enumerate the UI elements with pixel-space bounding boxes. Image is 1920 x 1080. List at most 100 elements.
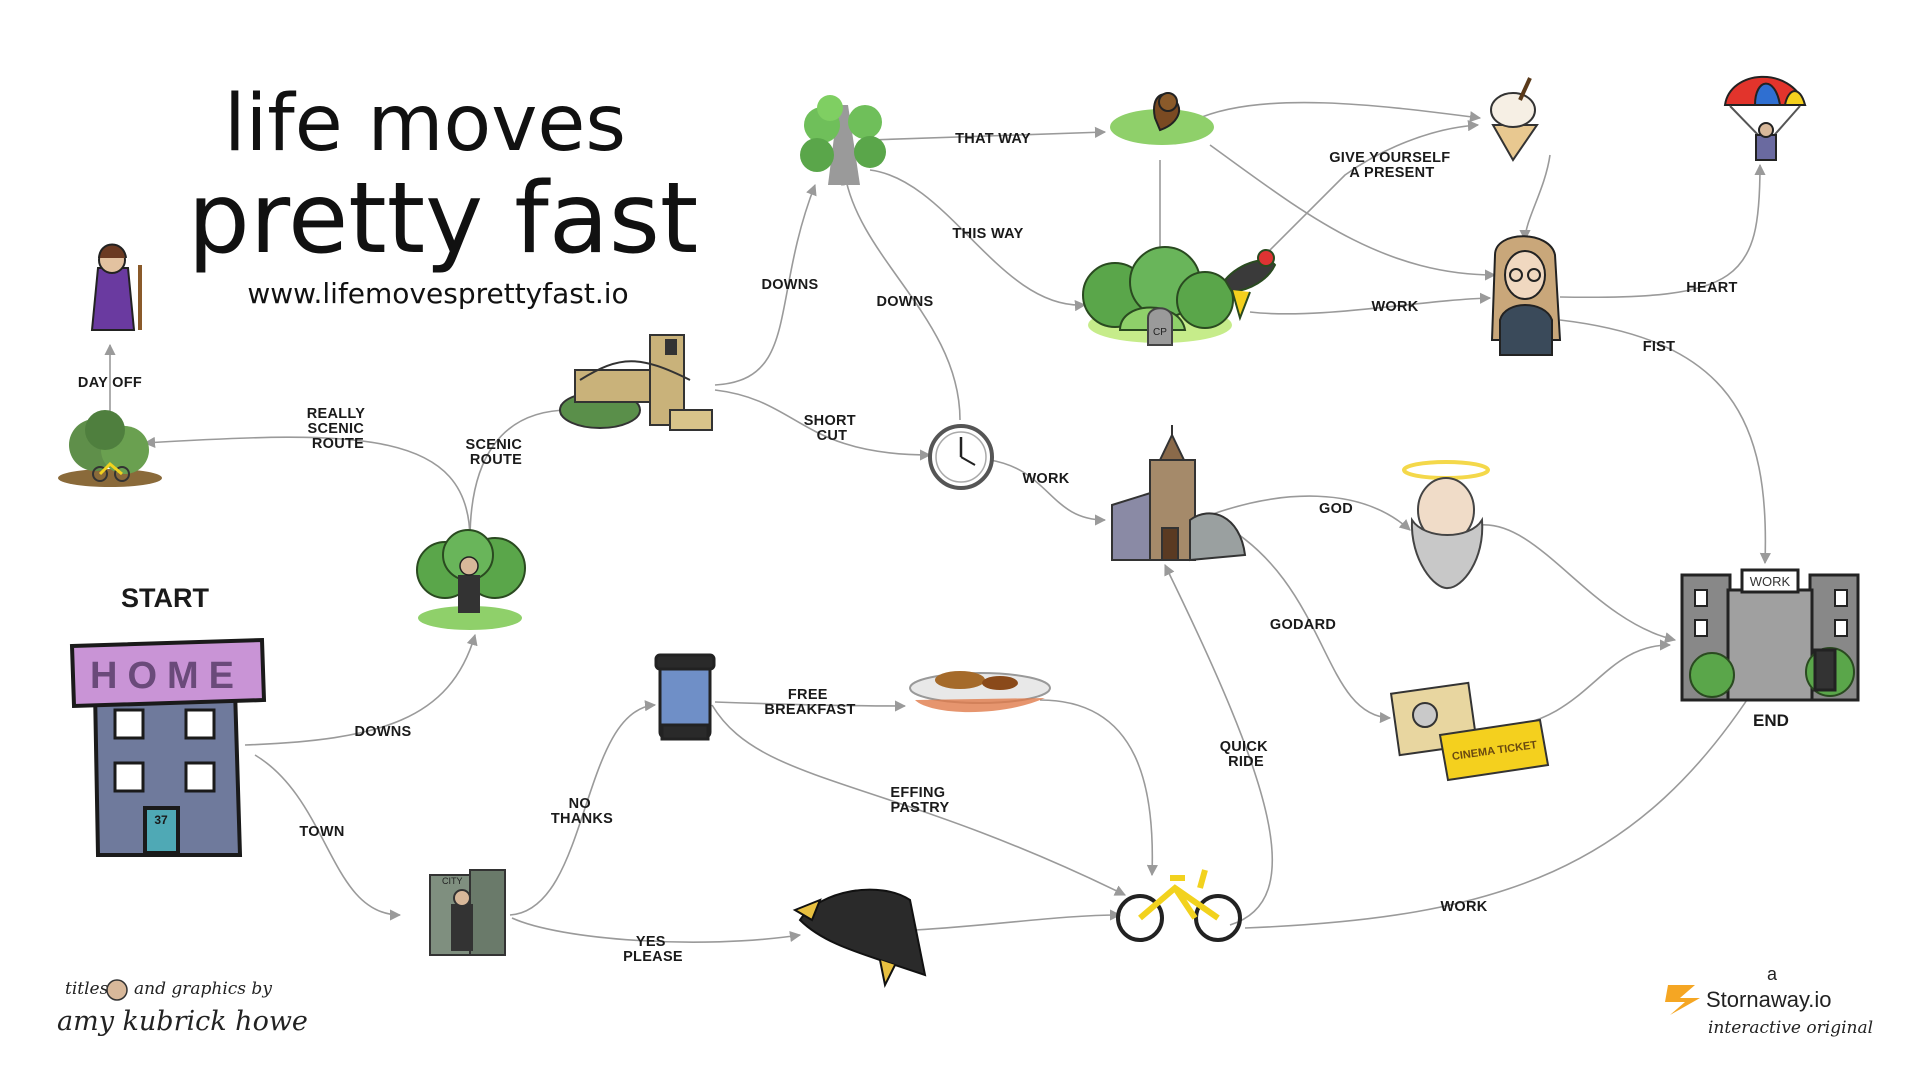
label-downs-bridge: DOWNS	[761, 277, 818, 293]
label-short-cut-l1: SHORT	[804, 413, 856, 429]
home-sign-board	[69, 637, 267, 709]
label-town: TOWN	[299, 824, 344, 840]
eagle-node	[792, 888, 927, 989]
title-line-1: life moves	[224, 79, 626, 169]
church-node	[1111, 425, 1247, 562]
label-free-breakfast-l1: FREE	[788, 687, 828, 703]
big-tree-node	[1082, 246, 1277, 346]
label-really-scenic-route-l2: SCENIC	[308, 421, 365, 437]
house-number: 37	[154, 813, 168, 827]
cinema-node	[1389, 681, 1550, 782]
edge-work-bike	[1244, 679, 1761, 929]
edge-work-tree	[1249, 292, 1492, 315]
label-work-tree: WORK	[1371, 299, 1418, 315]
label-town-l1: TOWN	[299, 824, 344, 840]
edge-that-way	[869, 126, 1107, 141]
label-give-yourself-l2: A PRESENT	[1349, 165, 1434, 181]
label-god-l1: GOD	[1319, 501, 1353, 517]
tombstone-text: CP	[1153, 327, 1167, 338]
bush-person-body	[458, 575, 480, 613]
edge-really-scenic-route	[143, 436, 471, 541]
label-heart: HEART	[1686, 280, 1737, 296]
title-line-2: pretty fast	[188, 162, 699, 276]
bike-node	[1116, 869, 1242, 942]
edge-breakfast-bike	[1039, 699, 1158, 877]
edge-effing-pastry	[711, 704, 1127, 896]
tombstone	[1147, 307, 1173, 346]
label-yes-please-l2: PLEASE	[623, 949, 683, 965]
label-downs-clock-l1: DOWNS	[876, 294, 933, 310]
brand-pre: a	[1767, 964, 1778, 984]
label-heart-l1: HEART	[1686, 280, 1737, 296]
home-door	[143, 806, 180, 855]
home-sign-text: HOME	[90, 655, 244, 697]
work-sign-text: WORK	[1750, 574, 1791, 589]
label-downs-clock: DOWNS	[876, 294, 933, 310]
edge-god-work	[1479, 524, 1677, 644]
label-fist-l1: FIST	[1643, 339, 1676, 355]
label-godard: GODARD	[1270, 617, 1336, 633]
city-node	[429, 869, 506, 956]
label-this-way: THIS WAY	[952, 226, 1023, 242]
label-effing-pastry-l2: PASTRY	[891, 800, 950, 816]
squirrel-node	[1110, 92, 1214, 145]
edge-fist	[1559, 319, 1771, 565]
edge-quick-ride	[1164, 563, 1274, 926]
home-window-1	[113, 708, 145, 740]
label-short-cut: SHORT CUT	[804, 413, 861, 444]
brand-name: Stornaway.io	[1706, 987, 1832, 1012]
girl-node	[1490, 235, 1562, 356]
label-god: GOD	[1319, 501, 1353, 517]
label-free-breakfast-l2: BREAKFAST	[764, 702, 855, 718]
edge-downs-home	[244, 633, 478, 746]
edge-downs-bridge	[714, 183, 817, 386]
edge-squirrel-icecream	[1194, 101, 1482, 123]
label-work-clock: WORK	[1022, 471, 1069, 487]
brand-tag: interactive original	[1708, 1018, 1873, 1038]
label-short-cut-l2: CUT	[817, 428, 848, 444]
edge-work-clock	[989, 459, 1107, 526]
ticket	[1438, 718, 1550, 782]
bush-person-head	[459, 556, 479, 576]
label-downs-home: DOWNS	[354, 724, 411, 740]
credit-block: titles and graphics by amy kubrick howe	[57, 979, 308, 1037]
start-label: START	[121, 583, 209, 613]
edge-eagle-bike	[914, 909, 1122, 931]
edge-heart	[1559, 163, 1766, 299]
ice-cream-node	[1490, 77, 1539, 162]
end-label: END	[1753, 711, 1789, 730]
label-yes-please-l1: YES	[636, 934, 666, 950]
label-quick-ride: QUICK RIDE	[1220, 739, 1273, 770]
label-this-way-l1: THIS WAY	[952, 226, 1023, 242]
edge-yes-please	[511, 917, 802, 943]
bridge-node	[559, 334, 713, 431]
label-really-scenic-route: REALLY SCENIC ROUTE	[307, 406, 370, 452]
label-no-thanks-l1: NO	[569, 796, 591, 812]
label-day-off-l1: DAY OFF	[78, 375, 142, 391]
edge-squirrel-girl	[1209, 144, 1497, 281]
parachute-node	[1723, 75, 1807, 161]
label-that-way-l1: THAT WAY	[955, 131, 1031, 147]
label-no-thanks: NO THANKS	[551, 796, 613, 827]
label-really-scenic-route-l3: ROUTE	[312, 436, 364, 452]
edge-free-breakfast	[714, 700, 907, 712]
label-effing-pastry: EFFING PASTRY	[890, 785, 949, 816]
label-quick-ride-l2: RIDE	[1228, 754, 1264, 770]
edge-short-cut	[714, 389, 932, 461]
label-downs-home-l1: DOWNS	[354, 724, 411, 740]
home-node	[69, 637, 267, 857]
title-block: life moves pretty fast www.lifemovespret…	[188, 79, 699, 310]
home-window-3	[113, 761, 145, 793]
label-give-yourself-l1: GIVE YOURSELF	[1329, 150, 1450, 166]
god-node	[1402, 460, 1490, 590]
label-scenic-route: SCENIC ROUTE	[466, 437, 527, 468]
label-really-scenic-route-l1: REALLY	[307, 406, 365, 422]
edge-godard	[1214, 519, 1392, 724]
label-quick-ride-l1: QUICK	[1220, 739, 1268, 755]
label-scenic-route-l2: ROUTE	[470, 452, 522, 468]
label-effing-pastry-l1: EFFING	[890, 785, 945, 801]
edge-town	[254, 754, 402, 921]
coffee-cup-node	[654, 653, 716, 741]
edge-no-thanks	[509, 700, 657, 916]
